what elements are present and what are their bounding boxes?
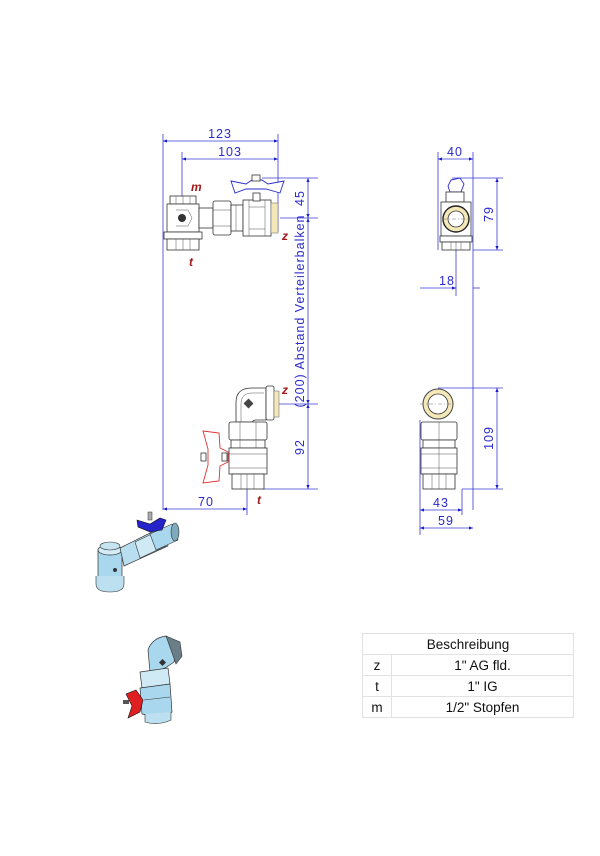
tee-flange bbox=[163, 231, 203, 240]
table-row: z 1" AG fld. bbox=[362, 654, 574, 676]
bottom-valve-side-view: 109 43 59 bbox=[419, 387, 503, 535]
row-value: 1" IG bbox=[391, 675, 574, 697]
iso-handle-screw bbox=[147, 511, 153, 521]
dimension-18: 18 bbox=[439, 274, 455, 288]
valve-nut-bottom bbox=[231, 473, 265, 490]
dimension-79: 79 bbox=[482, 206, 496, 222]
dimension-200-label: (200) Abstand Verteilerbalken bbox=[293, 215, 307, 408]
side-stem-block bbox=[445, 191, 465, 203]
row-value: 1/2" Stopfen bbox=[391, 696, 574, 718]
row-key: t bbox=[362, 675, 392, 697]
row-key: z bbox=[362, 654, 392, 676]
tee-screw bbox=[178, 214, 186, 222]
valve-body bbox=[242, 199, 272, 237]
flat-seal-z bbox=[270, 202, 279, 234]
dimension-59: 59 bbox=[438, 514, 454, 528]
table-header-row: Beschreibung bbox=[362, 633, 574, 655]
iso-elbow-outlet bbox=[165, 635, 183, 665]
elbow-flange bbox=[265, 385, 275, 421]
isometric-elbow-red-handle bbox=[123, 635, 183, 724]
iso-elbow-screw bbox=[158, 658, 167, 667]
elbow-screw bbox=[243, 398, 254, 409]
table-row: t 1" IG bbox=[362, 675, 574, 697]
isometric-valve-blue-handle bbox=[95, 511, 180, 593]
label-z-bottom: z bbox=[281, 383, 288, 397]
iso-handle-blue bbox=[136, 517, 167, 533]
flat-seal-z-bottom bbox=[273, 390, 280, 418]
union-nut-bottom bbox=[228, 421, 268, 441]
table-header: Beschreibung bbox=[362, 633, 574, 655]
iso-outlet bbox=[170, 522, 180, 542]
dimension-200-text: (200) Abstand Verteilerbalken bbox=[293, 215, 307, 408]
dimension-70: 70 bbox=[198, 495, 214, 509]
label-z-top: z bbox=[281, 229, 288, 243]
dimension-123: 123 bbox=[208, 127, 232, 141]
iso-handle-stem bbox=[123, 700, 129, 704]
side-handle-blue bbox=[447, 177, 465, 193]
bottom-valve-front-view: 92 70 z t bbox=[163, 383, 318, 515]
union-ring bbox=[230, 439, 266, 449]
elbow-body bbox=[235, 387, 267, 425]
label-m: m bbox=[191, 180, 202, 194]
table-row: m 1/2" Stopfen bbox=[362, 696, 574, 718]
valve-body-bottom bbox=[228, 447, 268, 475]
handle-outline-blue bbox=[230, 179, 285, 194]
dimension-40: 40 bbox=[447, 145, 463, 159]
handle-stem-left bbox=[200, 452, 207, 462]
handle-stem-right bbox=[221, 452, 228, 462]
union-body bbox=[230, 204, 244, 232]
top-valve-front-view: 123 103 45 m z bbox=[162, 127, 318, 510]
dimension-92: 92 bbox=[293, 439, 307, 455]
top-valve-side-view: 40 79 18 bbox=[420, 145, 503, 510]
dimension-45: 45 bbox=[293, 190, 307, 206]
label-t-top: t bbox=[189, 255, 194, 269]
row-value: 1" AG fld. bbox=[391, 654, 574, 676]
dimension-109: 109 bbox=[482, 426, 496, 450]
row-key: m bbox=[362, 696, 392, 718]
dimension-43: 43 bbox=[433, 496, 449, 510]
iso-handle-red bbox=[125, 689, 144, 719]
handle-nut bbox=[251, 174, 261, 182]
iso-tee-screw bbox=[113, 568, 117, 572]
valve-stem bbox=[252, 192, 261, 202]
center-distance-dimension: (200) Abstand Verteilerbalken bbox=[293, 215, 310, 408]
label-t-bottom: t bbox=[257, 493, 262, 507]
connector-pipe bbox=[198, 207, 214, 229]
description-table: Beschreibung z 1" AG fld. t 1" IG m 1/2"… bbox=[362, 633, 574, 718]
dimension-103: 103 bbox=[218, 145, 242, 159]
handle-outline-red bbox=[202, 430, 229, 484]
side-flange bbox=[439, 235, 473, 243]
union-nut bbox=[212, 200, 232, 236]
